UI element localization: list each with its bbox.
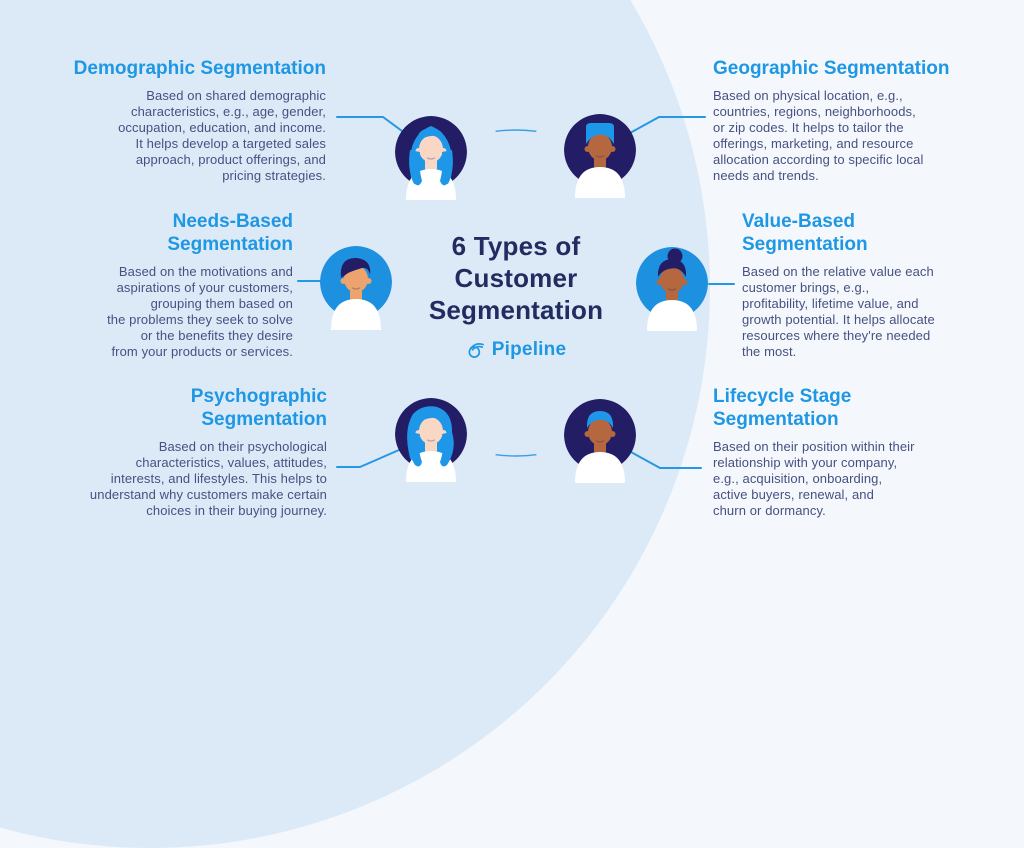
avatar-demographic-person	[395, 116, 467, 200]
connector-geographic	[629, 116, 706, 134]
pipeline-swirl-icon	[468, 343, 484, 358]
section-geographic: Geographic Segmentation Based on physica…	[713, 57, 1013, 184]
brand-name: Pipeline	[491, 339, 567, 360]
section-body-geographic: Based on physical location, e.g., countr…	[713, 88, 924, 183]
avatar-needs-person	[320, 246, 392, 330]
connector-lines-layer	[297, 116, 735, 469]
section-lifecycle-stage: Lifecycle Stage Segmentation Based on th…	[713, 385, 1013, 519]
section-body-value-based: Based on the relative value each custome…	[742, 264, 935, 359]
avatar-ring	[352, 129, 680, 457]
section-title-geographic: Geographic Segmentation	[713, 58, 950, 79]
section-body-demographic: Based on shared demographic characterist…	[118, 88, 326, 183]
section-needs-based: Needs-Based Segmentation Based on the mo…	[0, 210, 293, 360]
section-psychographic: Psychographic Segmentation Based on thei…	[27, 385, 327, 519]
connector-psychographic	[336, 449, 400, 468]
section-body-lifecycle-stage: Based on their position within their rel…	[713, 439, 915, 518]
section-title-lifecycle-stage: Lifecycle Stage Segmentation	[713, 386, 852, 430]
center-title-group: 6 Types of Customer Segmentation Pipelin…	[366, 230, 666, 361]
avatar-lifecycle-person	[564, 399, 636, 483]
main-title: 6 Types of Customer Segmentation	[428, 231, 604, 325]
section-value-based: Value-Based Segmentation Based on the re…	[742, 210, 1024, 360]
brand-logo: Pipeline	[366, 339, 666, 361]
avatar-psychographic-person	[395, 398, 467, 482]
connector-lifecycle	[630, 451, 702, 469]
section-title-psychographic: Psychographic Segmentation	[190, 386, 327, 430]
section-title-needs-based: Needs-Based Segmentation	[167, 211, 293, 255]
avatar-geographic-person	[564, 114, 636, 198]
avatar-value-person	[636, 247, 708, 331]
section-demographic: Demographic Segmentation Based on shared…	[26, 57, 326, 184]
section-body-needs-based: Based on the motivations and aspirations…	[107, 264, 293, 359]
section-title-value-based: Value-Based Segmentation	[742, 211, 868, 255]
section-body-psychographic: Based on their psychological characteris…	[89, 439, 327, 518]
section-title-demographic: Demographic Segmentation	[73, 58, 326, 79]
connector-demographic	[336, 116, 403, 132]
